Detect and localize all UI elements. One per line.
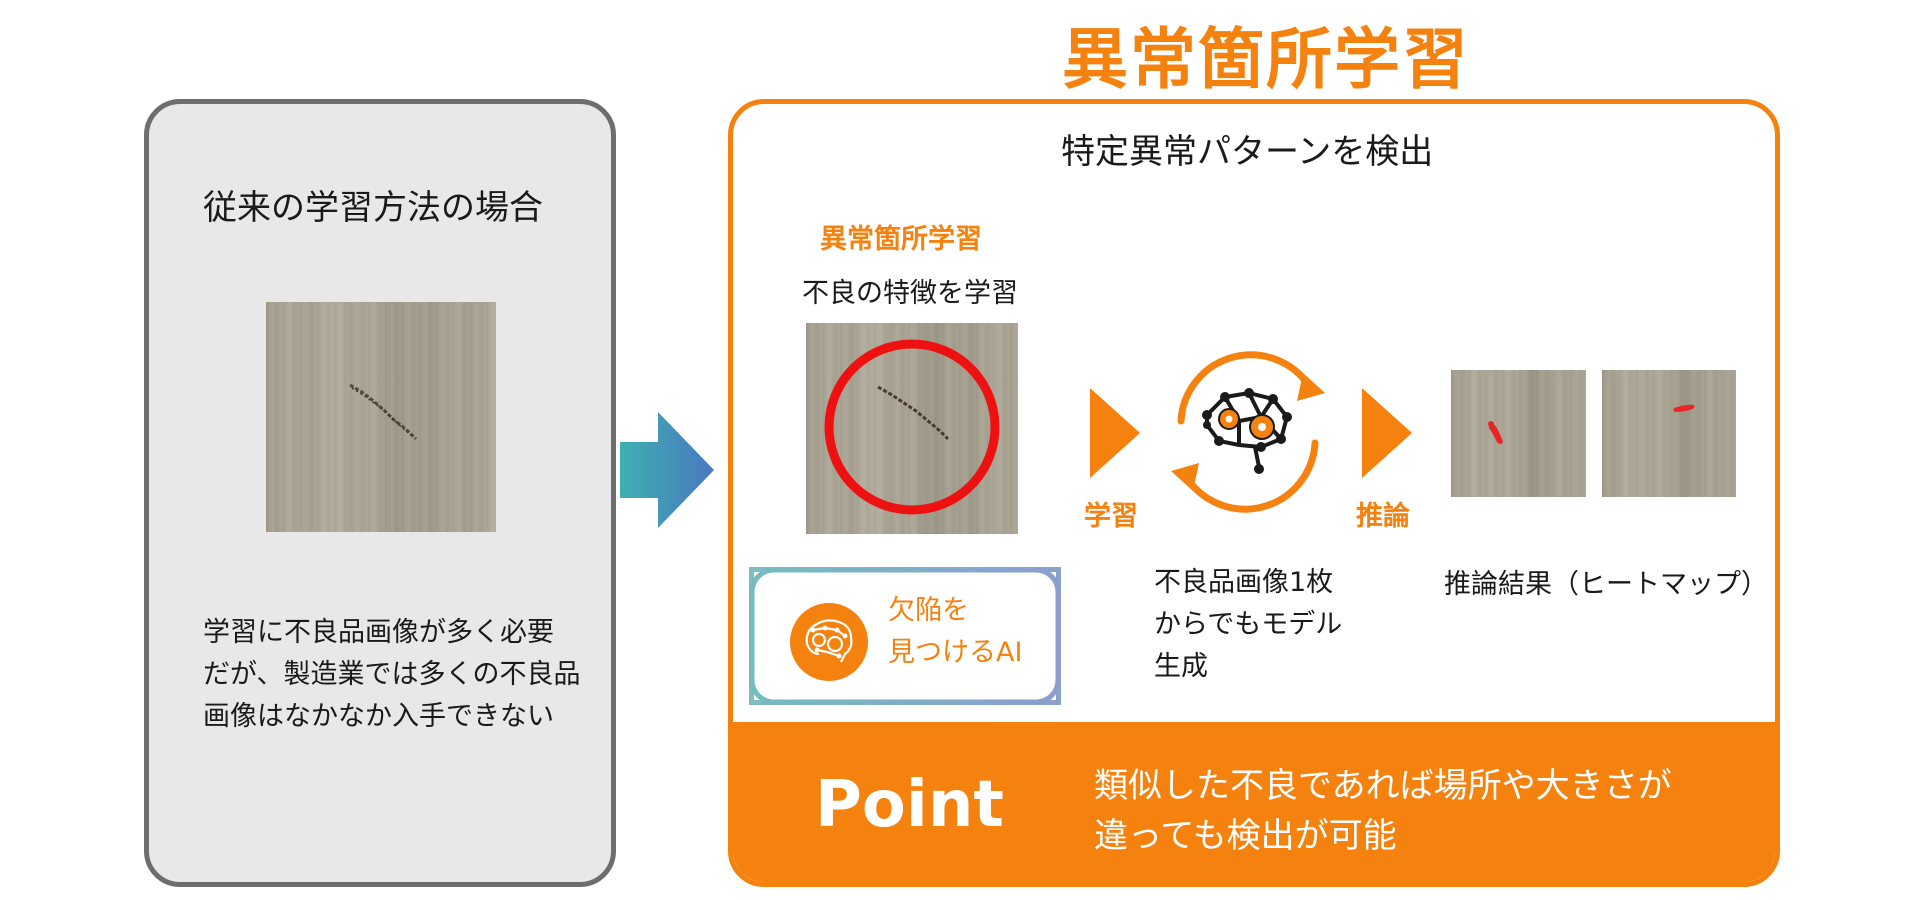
description-line: 画像はなかなか入手できない <box>203 701 554 732</box>
ai-card-line: 見つけるAI <box>888 637 1023 668</box>
point-band <box>733 722 1775 882</box>
learn-label: 学習 <box>1084 501 1138 532</box>
model-caption-line: 不良品画像1枚 <box>1154 567 1334 598</box>
learn-arrow-icon <box>1090 388 1140 478</box>
description-line: 学習に不良品画像が多く必要 <box>203 617 554 648</box>
defect-sample-image <box>266 302 496 532</box>
page-title: 異常箇所学習 <box>1062 21 1470 98</box>
model-caption: 不良品画像1枚 からでもモデル 生成 <box>1154 562 1342 688</box>
point-line: 類似した不良であれば場所や大きさが <box>1094 766 1672 806</box>
ai-card-text: 欠陥を 見つけるAI <box>888 590 1022 674</box>
infer-arrow-icon <box>1362 388 1412 478</box>
infer-label: 推論 <box>1356 501 1410 532</box>
anomaly-learning-panel <box>728 99 1780 887</box>
ai-card-line: 欠陥を <box>888 595 969 626</box>
conventional-method-heading: 従来の学習方法の場合 <box>203 188 543 228</box>
point-label: Point <box>815 768 1004 842</box>
heatmap-result-image <box>1451 370 1586 497</box>
description-line: だが、製造業では多くの不良品 <box>203 659 581 690</box>
section-label: 異常箇所学習 <box>820 224 982 255</box>
anomaly-learning-heading: 特定異常パターンを検出 <box>1061 132 1434 172</box>
model-caption-line: 生成 <box>1154 651 1208 682</box>
defect-highlight-circle <box>824 339 1000 515</box>
heatmap-spot <box>1673 404 1695 412</box>
scratch-mark <box>349 383 418 441</box>
point-description: 類似した不良であれば場所や大きさが 違っても検出が可能 <box>1094 761 1672 861</box>
heatmap-result-image <box>1602 370 1736 497</box>
model-cycle-icon <box>1171 351 1325 513</box>
result-caption: 推論結果（ヒートマップ） <box>1444 569 1768 600</box>
model-caption-line: からでもモデル <box>1154 609 1343 640</box>
point-line: 違っても検出が可能 <box>1094 816 1397 856</box>
conventional-method-description: 学習に不良品画像が多く必要 だが、製造業では多くの不良品 画像はなかなか入手でき… <box>203 612 580 738</box>
heatmap-spot <box>1488 421 1503 444</box>
defect-highlight-image <box>806 323 1018 534</box>
section-subtitle: 不良の特徴を学習 <box>802 278 1018 309</box>
ai-brain-icon <box>790 603 868 681</box>
transition-arrow-icon <box>620 412 714 528</box>
